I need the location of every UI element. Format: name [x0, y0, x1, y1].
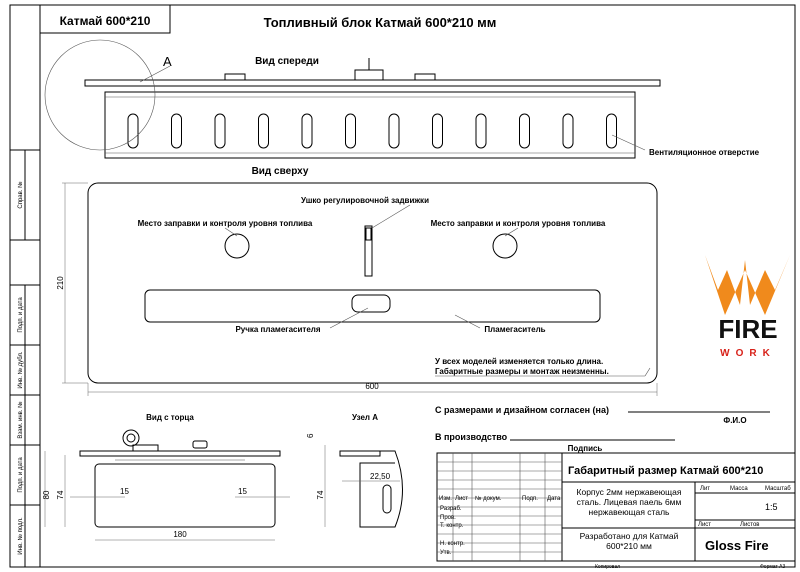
tb-header: Изм. — [439, 496, 452, 502]
front-view-title: Вид спереди — [255, 56, 319, 67]
vent-label: Вентиляционное отверстие — [649, 148, 760, 157]
vent-slot — [388, 113, 400, 149]
tb-header: Подп. — [522, 496, 538, 502]
agreed-label: С размерами и дизайном согласен (на) — [435, 405, 609, 415]
sheet-border — [9, 4, 796, 568]
vent-slot — [475, 113, 487, 149]
tb-mass: Масса — [730, 486, 748, 492]
fio-label: Ф.И.О — [723, 416, 746, 425]
page-title: Топливный блок Катмай 600*210 мм — [264, 15, 497, 30]
title-block: Габаритный размер Катмай 600*210 Изм. Ли… — [436, 452, 796, 570]
dim-width: 600 — [365, 382, 379, 391]
tb-role: Разраб. — [440, 506, 462, 512]
dim-80: 80 — [42, 490, 51, 499]
tb-role: Н. контр. — [440, 541, 465, 547]
tb-header: Дата — [547, 496, 561, 502]
dim-74: 74 — [56, 490, 65, 499]
vent-slot — [127, 113, 139, 149]
approval-section: С размерами и дизайном согласен (на) Ф.И… — [435, 405, 770, 453]
side-label: Взам. инв. № — [17, 401, 24, 438]
tb-scale: Масштаб — [765, 486, 791, 492]
handle-label: Ручка пламегасителя — [235, 325, 320, 334]
tb-sheets: Листов — [740, 522, 760, 528]
extinguisher-label: Пламегаситель — [484, 325, 545, 334]
node-title: Узел А — [352, 413, 378, 422]
tb-scale-value: 1:5 — [765, 502, 778, 512]
vent-slot — [606, 113, 617, 149]
svg-text:WORK: WORK — [720, 348, 776, 359]
front-view: Вид спереди А Вентиляционное отверстие — [44, 39, 760, 159]
side-label: Подп. и дата — [18, 297, 24, 333]
dim-22-50: 22,50 — [370, 472, 391, 481]
tb-copied: Копировал — [595, 564, 620, 570]
dim-height: 210 — [56, 276, 65, 290]
dim-6: 6 — [306, 433, 315, 438]
developed-note: Разработано для Катмай 600*210 мм — [579, 531, 679, 551]
svg-text:FIRE: FIRE — [718, 314, 777, 344]
end-view-title: Вид с торца — [146, 413, 194, 422]
tb-role: Пров. — [440, 515, 456, 521]
production-label: В производство — [435, 432, 508, 442]
tb-header: № докум. — [475, 495, 502, 502]
vent-slot — [345, 113, 356, 149]
vent-slot — [562, 113, 574, 149]
end-view: Вид с торца 80 74 15 15 180 — [42, 413, 290, 541]
detail-marker: А — [163, 54, 172, 69]
tb-sheet: Лист — [698, 522, 711, 528]
dim-15-left: 15 — [120, 487, 129, 496]
side-label: Инв. № подл. — [17, 517, 24, 555]
firework-logo: FIRE WORK — [705, 255, 790, 359]
vent-slot — [432, 113, 443, 149]
tb-role: Т. контр. — [440, 523, 464, 529]
side-label: Инв. № дубл. — [17, 351, 24, 388]
fill-left-label: Место заправки и контроля уровня топлива — [138, 219, 313, 228]
tb-role: Утв. — [440, 550, 452, 556]
signature-label: Подпись — [568, 444, 603, 453]
title-block-name: Габаритный размер Катмай 600*210 — [568, 465, 763, 477]
note-line: У всех моделей изменяется только длина. — [435, 357, 603, 366]
dim-74-node: 74 — [316, 490, 325, 499]
side-label: Подп. и дата — [18, 457, 24, 493]
detail-node-a: Узел А 6 74 22,50 — [306, 413, 403, 528]
material-note: Корпус 2мм нержавеющая сталь. Лицевая па… — [576, 487, 682, 517]
vent-slot — [301, 113, 313, 149]
vent-slot — [519, 113, 530, 149]
tb-header: Лист — [455, 496, 468, 502]
vent-slot — [258, 113, 269, 149]
tb-format: Формат А3 — [760, 564, 785, 570]
vent-slot — [214, 113, 226, 149]
side-label: Справ. № — [17, 181, 24, 208]
damper-label: Ушко регулировочной задвижки — [301, 196, 429, 205]
side-strip: Справ. № Подп. и дата Инв. № дубл. Взам.… — [10, 181, 40, 567]
company-name: Gloss Fire — [705, 538, 769, 553]
tb-lit: Лит — [700, 486, 710, 492]
note-line: Габаритные размеры и монтаж неизменны. — [435, 367, 609, 376]
dim-15-right: 15 — [238, 487, 247, 496]
dim-180: 180 — [173, 530, 187, 539]
top-view-title: Вид сверху — [252, 166, 309, 177]
model-box: Катмай 600*210 — [60, 14, 151, 28]
fill-right-label: Место заправки и контроля уровня топлива — [431, 219, 606, 228]
vent-slot — [171, 113, 182, 149]
top-view: Вид сверху Ушко регулировочной задвижки … — [56, 166, 658, 396]
